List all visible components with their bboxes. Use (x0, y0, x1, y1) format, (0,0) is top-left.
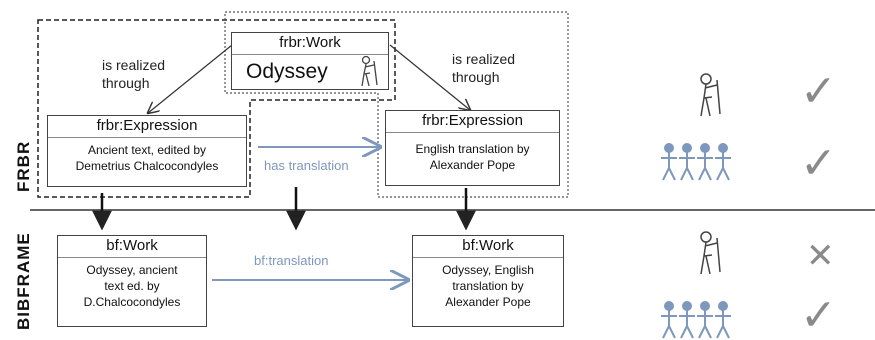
frbr-work-type: frbr:Work (232, 33, 388, 55)
bf-work-right-line3: Alexander Pope (445, 295, 531, 309)
arrow-realized-right (389, 44, 470, 110)
label-realized-right-line1: is realized (452, 51, 516, 67)
frbr-work-box: frbr:Work Odyssey (231, 32, 389, 90)
section-label-bibframe: BIBFRAME (14, 232, 33, 330)
bf-work-right-line1: Odyssey, English (442, 263, 534, 277)
frbr-expression-left-type: frbr:Expression (48, 116, 246, 138)
frbr-expression-right-line1: English translation by (415, 142, 530, 156)
frbr-expression-right-line2: Alexander Pope (429, 158, 516, 172)
label-realized-right: is realized through (452, 50, 515, 86)
bf-work-left-type: bf:Work (58, 236, 206, 258)
bf-work-left-line1: Odyssey, ancient (86, 263, 178, 277)
label-realized-left-line1: is realized (102, 57, 166, 73)
author-figure-icon (700, 231, 721, 275)
check-mark-bibframe-people: ✓ (800, 291, 837, 340)
label-realized-right-line2: through (452, 69, 500, 85)
bf-work-right-desc: Odyssey, English translation by Alexande… (413, 258, 563, 310)
bf-work-left-box: bf:Work Odyssey, ancient text ed. by D.C… (57, 235, 207, 327)
arrow-realized-left (148, 44, 233, 113)
section-label-frbr: FRBR (14, 140, 33, 192)
cross-mark-bibframe-author: ✕ (806, 237, 835, 275)
bf-work-left-desc: Odyssey, ancient text ed. by D.Chalcocon… (58, 258, 206, 310)
people-group-icon (661, 301, 731, 339)
bf-work-right-line2: translation by (452, 279, 524, 293)
check-mark-frbr-people: ✓ (800, 139, 837, 188)
label-bf-translation: bf:translation (254, 253, 329, 268)
author-figure-icon (700, 73, 721, 117)
frbr-work-title: Odyssey (246, 60, 328, 83)
check-mark-frbr-author: ✓ (800, 67, 837, 116)
label-realized-left: is realized through (102, 56, 165, 92)
dotted-region-translation (224, 11, 569, 198)
bf-work-right-box: bf:Work Odyssey, English translation by … (412, 235, 564, 327)
author-figure-icon (361, 55, 378, 87)
bf-work-right-type: bf:Work (413, 236, 563, 258)
bf-work-left-line2: text ed. by (104, 279, 160, 293)
frbr-expression-right-box: frbr:Expression English translation by A… (385, 110, 560, 186)
label-has-translation: has translation (264, 158, 349, 173)
frbr-expression-left-line2: Demetrius Chalcocondyles (75, 159, 219, 173)
people-group-icon (661, 143, 731, 181)
frbr-expression-left-desc: Ancient text, edited by Demetrius Chalco… (48, 138, 246, 174)
bf-work-left-line3: D.Chalcocondyles (83, 295, 181, 309)
frbr-expression-left-box: frbr:Expression Ancient text, edited by … (47, 115, 247, 187)
frbr-expression-left-line1: Ancient text, edited by (87, 143, 207, 157)
dashed-region-ancient (37, 19, 396, 198)
label-realized-left-line2: through (102, 75, 150, 91)
frbr-expression-right-type: frbr:Expression (386, 111, 559, 133)
frbr-expression-right-desc: English translation by Alexander Pope (386, 133, 559, 173)
